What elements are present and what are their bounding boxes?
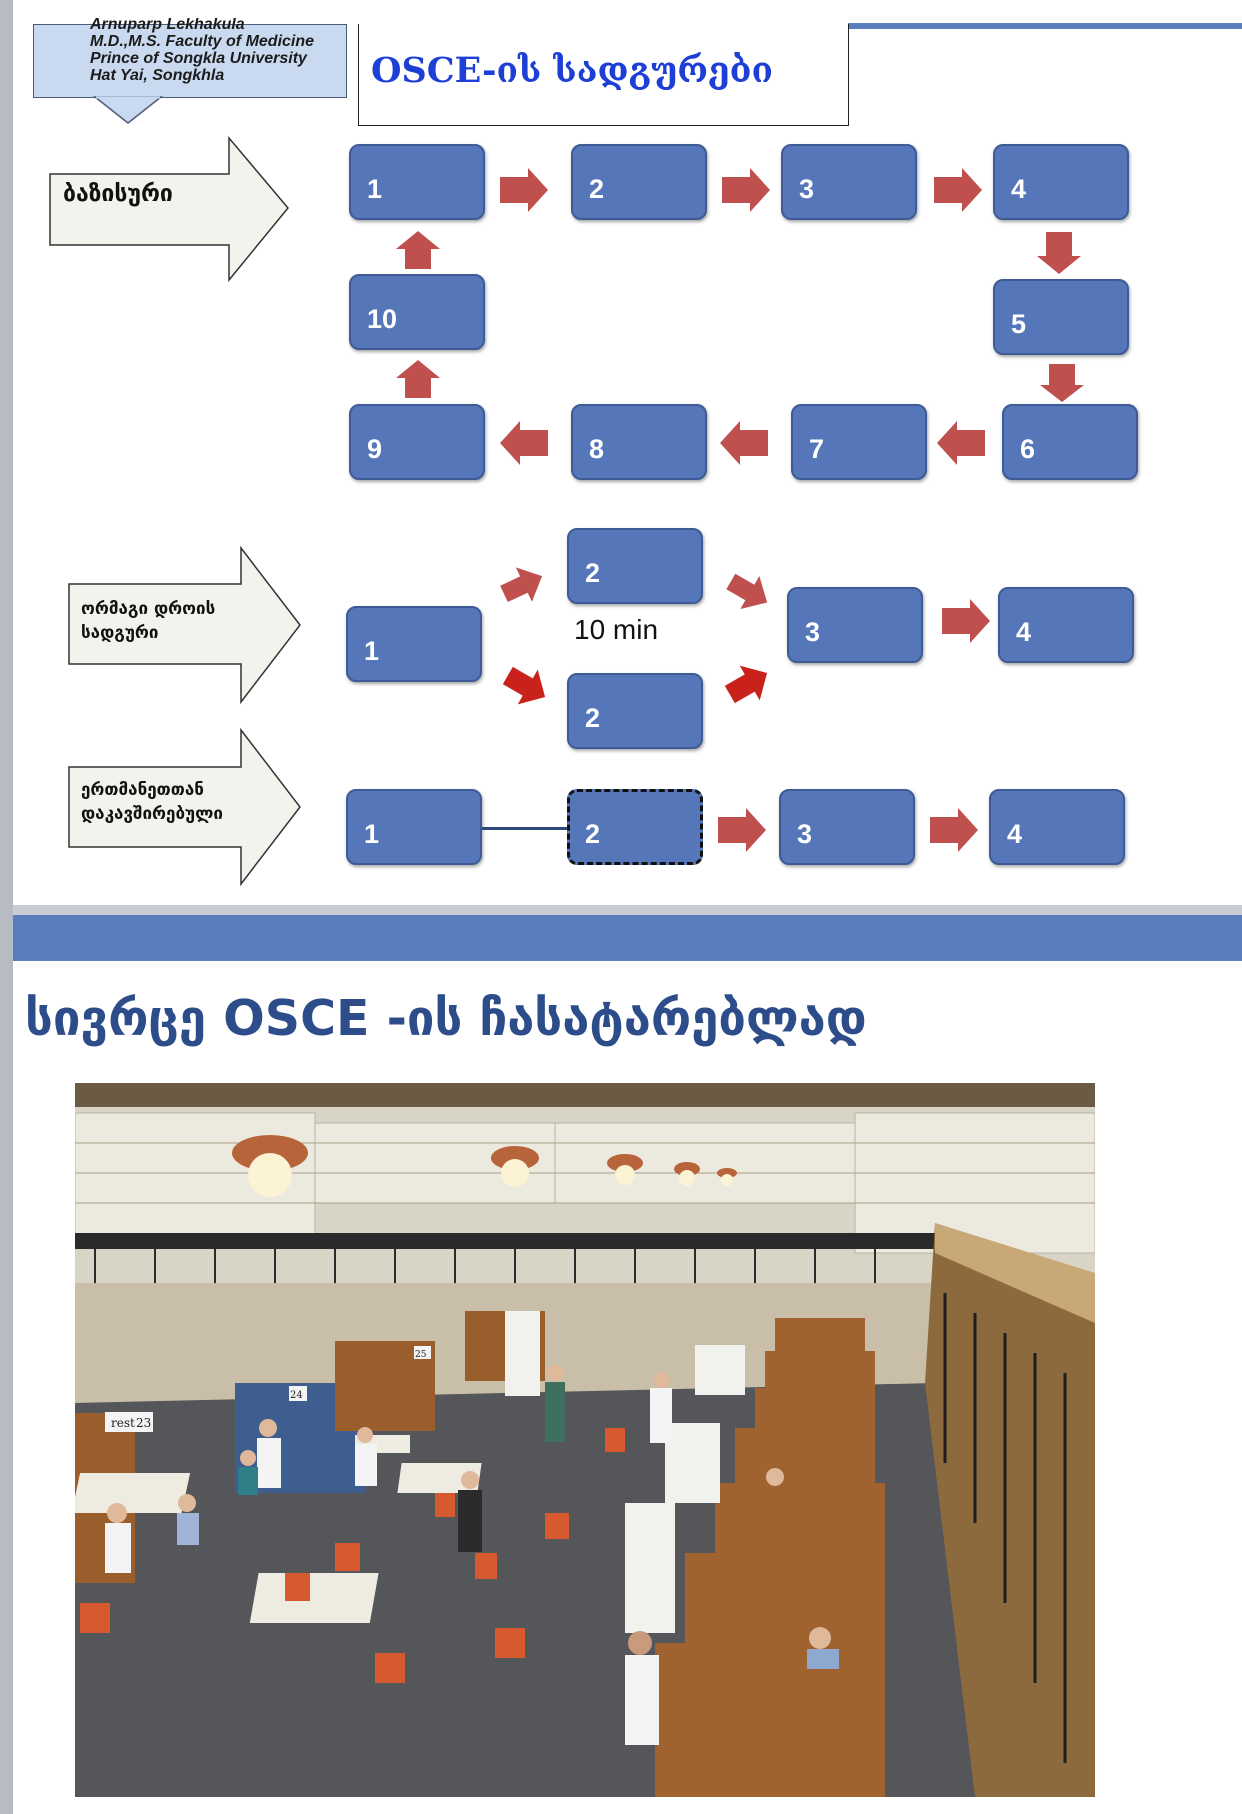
arrow-left <box>937 421 985 465</box>
station-number: 4 <box>1007 819 1023 849</box>
arrow-down <box>1037 232 1081 274</box>
linked-label-arrow <box>68 727 301 887</box>
basic-station-1: 1 <box>349 144 485 220</box>
basic-station-6: 6 <box>1002 404 1138 480</box>
linked-label-line: დაკავშირებული <box>81 804 223 824</box>
double-station-3: 3 <box>787 587 923 663</box>
exam-hall-illustration: rest 23 24 25 <box>75 1083 1095 1797</box>
linked-station-2: 2 <box>567 789 703 865</box>
arrow-up <box>396 231 440 269</box>
author-callout <box>33 24 347 98</box>
basic-flow-arrows <box>396 168 1084 465</box>
top-rule <box>848 23 1242 29</box>
station-number: 10 <box>367 304 398 334</box>
basic-label-arrow <box>49 135 289 283</box>
basic-station-4: 4 <box>993 144 1129 220</box>
double-label-line: ორმაგი დროის <box>81 599 216 619</box>
station-number: 3 <box>797 819 813 849</box>
station-number: 6 <box>1020 434 1036 464</box>
station-number: 8 <box>589 434 605 464</box>
basic-station-3: 3 <box>781 144 917 220</box>
double-label-arrow <box>68 545 301 705</box>
station-number: 4 <box>1016 617 1032 647</box>
author-line: Arnuparp Lekhakula <box>90 16 245 33</box>
sign-23: 23 <box>136 1416 151 1430</box>
author-line: Prince of Songkla University <box>90 50 307 67</box>
arrow-left <box>500 421 548 465</box>
arrow-diag-up <box>500 567 543 603</box>
author-info: Arnuparp Lekhakula M.D.,M.S. Faculty of … <box>90 16 348 84</box>
arrow-up <box>396 360 440 398</box>
author-line: M.D.,M.S. Faculty of Medicine <box>90 33 315 50</box>
basic-station-7: 7 <box>791 404 927 480</box>
station-number: 3 <box>799 174 815 204</box>
station-number: 1 <box>367 174 383 204</box>
time-label: 10 min <box>574 614 659 645</box>
linked-station-1: 1 <box>346 789 482 865</box>
sign-rest: rest <box>111 1416 135 1430</box>
author-line: Hat Yai, Songkhla <box>90 67 225 84</box>
arrow-right <box>722 168 770 212</box>
arrow-right <box>934 168 982 212</box>
double-label-line: სადგური <box>81 623 159 643</box>
station-number: 1 <box>364 636 380 666</box>
linked-station-4: 4 <box>989 789 1125 865</box>
arrow-left <box>720 421 768 465</box>
sign-25: 25 <box>415 1350 427 1360</box>
slide-separator <box>13 905 1242 915</box>
station-number: 2 <box>585 558 601 588</box>
arrow-diag-up <box>724 665 768 704</box>
station-number: 9 <box>367 434 383 464</box>
basic-label: ბაზისური <box>63 181 173 207</box>
arrow-down <box>1040 364 1084 402</box>
station-number: 4 <box>1011 174 1027 204</box>
callout-pointer <box>92 96 164 124</box>
left-margin-bar <box>0 0 13 1814</box>
station-number: 2 <box>585 819 601 849</box>
space-title: სივრცე OSCE -ის ჩასატარებლად <box>25 990 867 1047</box>
linked-flow-arrows <box>718 808 978 852</box>
station-number: 2 <box>589 174 605 204</box>
slide-header-band <box>13 915 1242 961</box>
double-station-2a: 2 <box>567 528 703 604</box>
double-station-4: 4 <box>998 587 1134 663</box>
basic-station-8: 8 <box>571 404 707 480</box>
double-station-2b: 2 <box>567 673 703 749</box>
linked-label-line: ერთმანეთთან <box>81 780 204 800</box>
arrow-right <box>718 808 766 852</box>
double-label: ორმაგი დროის სადგური <box>81 597 215 645</box>
linked-station-3: 3 <box>779 789 915 865</box>
basic-station-9: 9 <box>349 404 485 480</box>
basic-station-5: 5 <box>993 279 1129 355</box>
arrow-right <box>942 599 990 643</box>
basic-station-10: 10 <box>349 274 485 350</box>
basic-station-2: 2 <box>571 144 707 220</box>
link-line <box>482 827 568 830</box>
double-station-1: 1 <box>346 606 482 682</box>
arrow-right <box>930 808 978 852</box>
station-number: 5 <box>1011 309 1027 339</box>
linked-label: ერთმანეთთან დაკავშირებული <box>81 778 223 826</box>
station-number: 7 <box>809 434 825 464</box>
slide-title: OSCE-ის სადგურები <box>371 50 773 91</box>
arrow-diag-down <box>502 666 546 705</box>
station-number: 3 <box>805 617 821 647</box>
arrow-right <box>500 168 548 212</box>
station-number: 1 <box>364 819 380 849</box>
arrow-diag-down <box>726 573 768 609</box>
double-flow-arrows <box>500 567 990 705</box>
title-box <box>358 24 849 126</box>
exam-hall-photo: rest 23 24 25 <box>75 1083 1095 1797</box>
sign-24: 24 <box>290 1390 303 1401</box>
station-number: 2 <box>585 703 601 733</box>
